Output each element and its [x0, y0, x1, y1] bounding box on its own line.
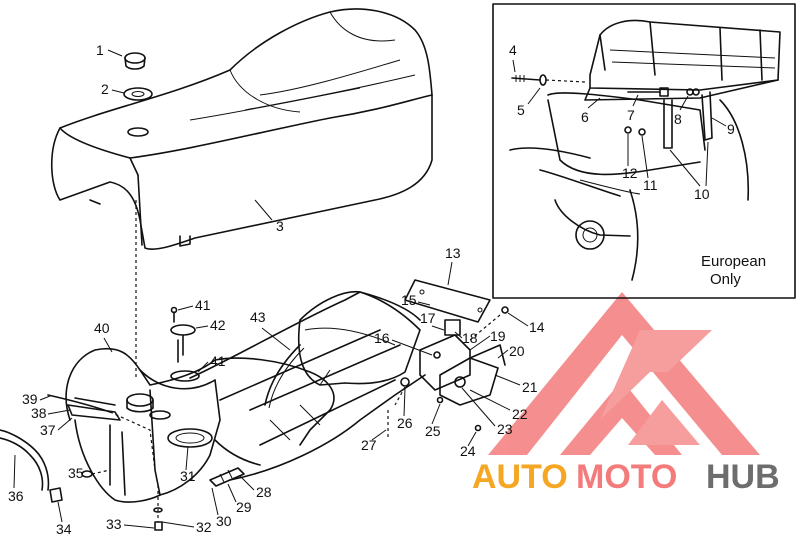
callout-31: 31: [180, 468, 196, 484]
callout-42: 42: [210, 317, 226, 333]
inset-label-line2: Only: [710, 271, 741, 288]
callout-27: 27: [361, 437, 377, 453]
callout-41-upper: 41: [195, 297, 211, 313]
cap-gasket: [123, 87, 153, 101]
callout-12: 12: [622, 165, 638, 181]
watermark-text: AUTO MOTO HUB: [472, 458, 780, 496]
inset-label-line1: European: [701, 253, 766, 270]
callout-29: 29: [236, 499, 252, 515]
callout-15: 15: [401, 292, 417, 308]
callout-38: 38: [31, 405, 47, 421]
callout-20: 20: [509, 343, 525, 359]
callout-30: 30: [216, 513, 232, 529]
callout-40: 40: [94, 320, 110, 336]
callout-26: 26: [397, 415, 413, 431]
callout-25: 25: [425, 423, 441, 439]
callout-39: 39: [22, 391, 38, 407]
callout-34: 34: [56, 521, 72, 537]
callout-19: 19: [490, 328, 506, 344]
callout-10: 10: [694, 186, 710, 202]
callout-13: 13: [445, 245, 461, 261]
callout-16: 16: [374, 330, 390, 346]
callout-4: 4: [509, 42, 517, 58]
callout-21: 21: [522, 379, 538, 395]
callout-8: 8: [674, 111, 682, 127]
callout-37: 37: [40, 422, 56, 438]
inset-european-rack: [492, 3, 796, 299]
callout-36: 36: [8, 488, 24, 504]
fuel-cap: [124, 52, 146, 70]
callout-32: 32: [196, 519, 212, 535]
callout-24: 24: [460, 443, 476, 459]
callout-35: 35: [68, 465, 84, 481]
fuel-tank: [65, 306, 335, 503]
seat-assembly: [50, 8, 433, 250]
callout-22: 22: [512, 406, 528, 422]
watermark-logo: [488, 292, 760, 455]
callout-43: 43: [250, 309, 266, 325]
callout-3: 3: [276, 218, 284, 234]
callout-17: 17: [420, 310, 436, 326]
callout-6: 6: [581, 109, 589, 125]
callout-41-lower: 41: [210, 353, 226, 369]
callout-11: 11: [643, 177, 658, 193]
callout-33: 33: [106, 516, 122, 532]
watermark-hub: HUB: [706, 458, 780, 496]
rear-bracket-parts: [387, 279, 509, 440]
callout-23: 23: [497, 421, 513, 437]
callout-labels: 1 2 3 4 5 6 7 8 9 10 11 12 13 14 15 16 1…: [8, 42, 766, 537]
callout-18: 18: [462, 330, 478, 346]
callout-14: 14: [529, 319, 545, 335]
callout-2: 2: [101, 81, 109, 97]
fuel-line-parts: [0, 394, 163, 531]
callout-9: 9: [727, 121, 735, 137]
callout-5: 5: [517, 102, 525, 118]
tank-tray: [189, 290, 426, 481]
watermark-auto: AUTO: [472, 458, 568, 496]
callout-7: 7: [627, 107, 635, 123]
callout-28: 28: [256, 484, 272, 500]
watermark-moto: MOTO: [576, 458, 677, 496]
callout-1: 1: [96, 42, 104, 58]
